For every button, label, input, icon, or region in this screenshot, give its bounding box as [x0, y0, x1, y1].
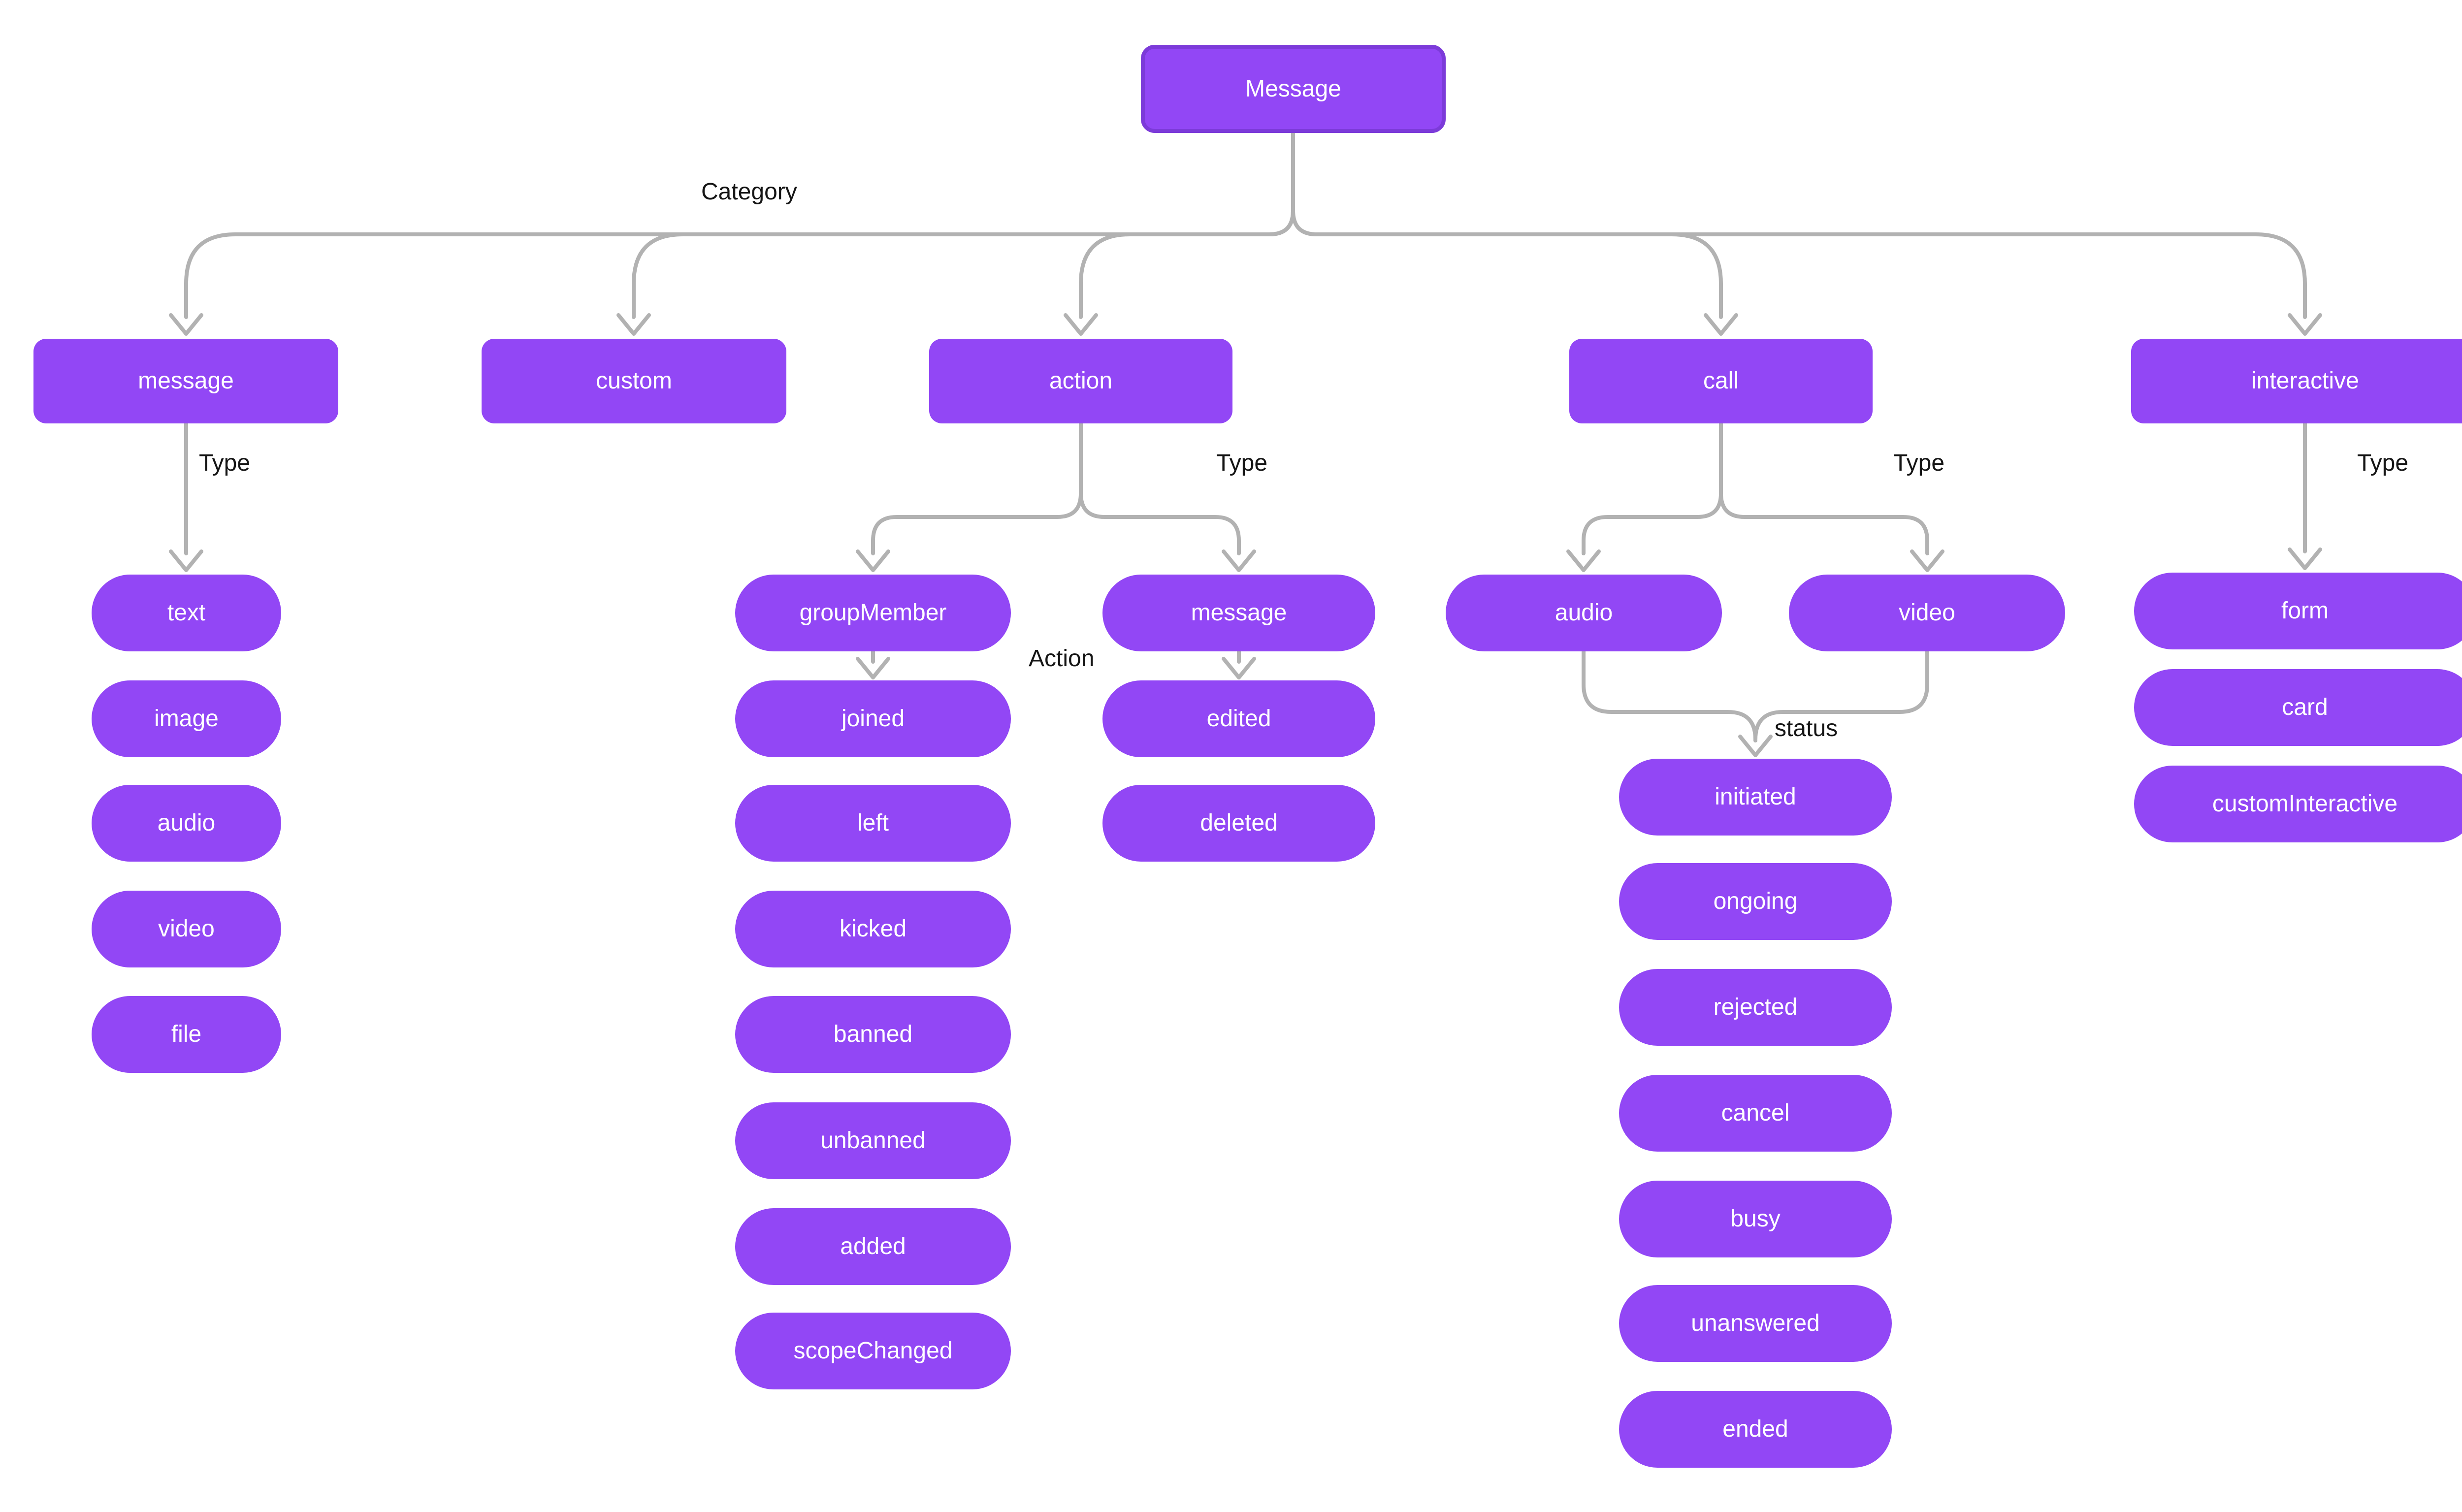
- node-status-ongoing: ongoing: [1619, 863, 1892, 940]
- node-action-kicked: kicked: [735, 891, 1011, 967]
- edge-message-edited: [1222, 649, 1256, 679]
- node-message-root: Message: [1141, 45, 1446, 133]
- node-type-file: file: [92, 996, 281, 1073]
- edge-label-type-interactive: Type: [2357, 450, 2409, 476]
- edge-audio-initiated: [1582, 649, 1773, 757]
- edge-root-interactive: [1291, 131, 2322, 336]
- edge-interactive-form: [2288, 421, 2322, 570]
- edge-message-text: [169, 421, 203, 572]
- node-type-action-message: message: [1102, 575, 1375, 651]
- node-category-custom: custom: [482, 339, 786, 423]
- node-type-video: video: [92, 891, 281, 967]
- node-type-image: image: [92, 680, 281, 757]
- node-status-unanswered: unanswered: [1619, 1285, 1892, 1362]
- node-action-joined: joined: [735, 680, 1011, 757]
- node-type-call-audio: audio: [1446, 575, 1722, 651]
- edge-label-type-action: Type: [1216, 450, 1268, 476]
- node-type-call-video: video: [1789, 575, 2065, 651]
- edge-label-status: status: [1775, 715, 1838, 741]
- node-type-card: card: [2134, 669, 2462, 746]
- edge-groupmember-joined: [856, 649, 890, 679]
- node-action-deleted: deleted: [1102, 785, 1375, 862]
- edge-action-message: [1079, 421, 1256, 572]
- node-action-left: left: [735, 785, 1011, 862]
- node-category-action: action: [929, 339, 1232, 423]
- edge-label-type-message: Type: [199, 450, 251, 476]
- node-action-banned: banned: [735, 996, 1011, 1073]
- edge-call-audio: [1566, 421, 1723, 572]
- node-category-call: call: [1569, 339, 1873, 423]
- node-action-added: added: [735, 1208, 1011, 1285]
- node-action-scopechanged: scopeChanged: [735, 1313, 1011, 1389]
- node-category-interactive: interactive: [2131, 339, 2462, 423]
- node-type-form: form: [2134, 573, 2462, 649]
- edge-label-action: Action: [1029, 645, 1095, 672]
- node-type-audio: audio: [92, 785, 281, 862]
- edge-root-action: [1064, 131, 1295, 336]
- node-status-initiated: initiated: [1619, 759, 1892, 836]
- node-status-rejected: rejected: [1619, 969, 1892, 1046]
- edge-video-initiated: [1753, 649, 1929, 742]
- node-status-busy: busy: [1619, 1181, 1892, 1257]
- node-action-unbanned: unbanned: [735, 1102, 1011, 1179]
- node-category-message: message: [33, 339, 338, 423]
- edge-action-groupmember: [856, 421, 1083, 572]
- edge-label-type-call: Type: [1893, 450, 1945, 476]
- node-status-cancel: cancel: [1619, 1075, 1892, 1152]
- node-type-text: text: [92, 575, 281, 651]
- node-type-groupmember: groupMember: [735, 575, 1011, 651]
- edge-call-video: [1719, 421, 1944, 572]
- node-type-custominteractive: customInteractive: [2134, 766, 2462, 842]
- node-status-ended: ended: [1619, 1391, 1892, 1468]
- edge-label-category: Category: [701, 179, 797, 205]
- node-action-edited: edited: [1102, 680, 1375, 757]
